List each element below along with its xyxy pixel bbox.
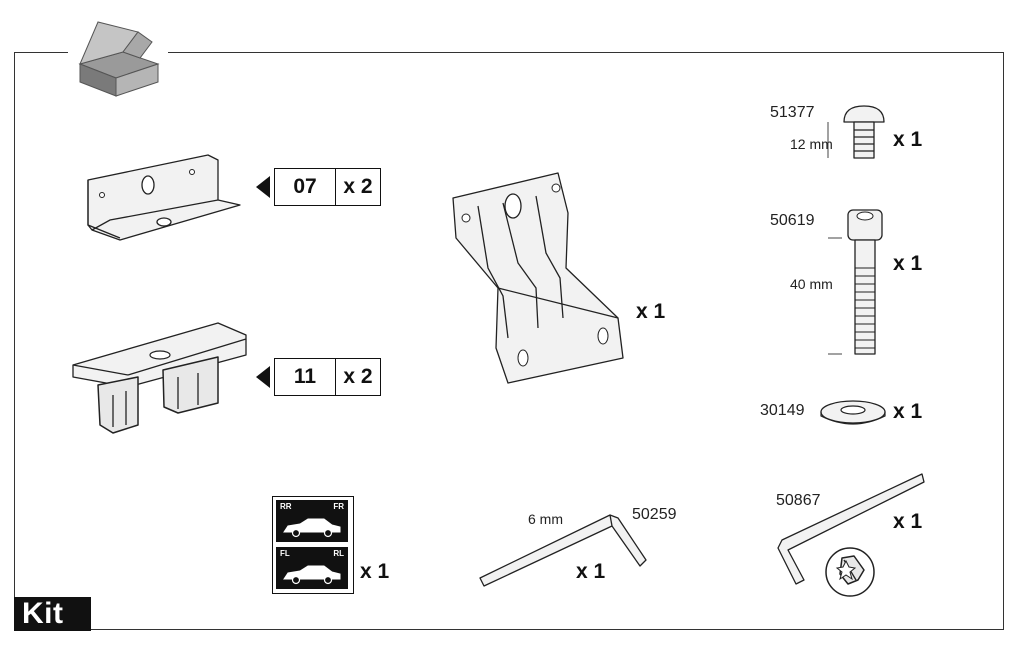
torx-key-part-no: 50867 xyxy=(776,492,821,509)
stickers-qty: x 1 xyxy=(360,560,390,583)
bolt-12mm-length: 12 mm xyxy=(790,136,833,152)
bolt-12mm-qty: x 1 xyxy=(893,128,923,151)
bolt-40mm-illustration xyxy=(847,209,883,355)
mounting-plate-illustration xyxy=(452,172,624,384)
bolt-40mm-dimension xyxy=(828,237,842,355)
washer-part-no: 30149 xyxy=(760,402,805,419)
pointer-triangle-icon xyxy=(256,366,270,388)
sticker-label-fr: FR xyxy=(333,502,344,511)
bracket-tag: 07 x 2 xyxy=(256,168,381,206)
torx-bit-icon xyxy=(835,559,857,581)
sticker-label-rl: RL xyxy=(333,549,344,558)
plate-qty: x 1 xyxy=(636,300,666,323)
sticker-rear: RR FR xyxy=(276,500,348,542)
hex-key-6mm-part-no: 50259 xyxy=(632,506,677,523)
bolt-12mm-dimension xyxy=(827,122,829,158)
position-stickers: RR FR FL RL xyxy=(272,496,354,594)
foot-pad-illustration xyxy=(72,322,247,434)
kit-title: Kit xyxy=(14,597,91,631)
hex-key-6mm-qty: x 1 xyxy=(576,560,606,583)
sticker-front: FL RL xyxy=(276,547,348,589)
angle-bracket-illustration xyxy=(87,154,241,241)
bolt-40mm-length: 40 mm xyxy=(790,276,833,292)
bracket-code: 07 xyxy=(275,169,336,205)
bracket-qty: x 2 xyxy=(343,175,373,198)
bolt-40mm-qty: x 1 xyxy=(893,252,923,275)
pointer-triangle-icon xyxy=(256,176,270,198)
pad-qty: x 2 xyxy=(343,365,373,388)
hex-key-6mm-size: 6 mm xyxy=(528,511,563,527)
car-icon xyxy=(283,565,341,585)
hex-key-6mm-illustration xyxy=(479,514,647,587)
car-icon xyxy=(283,518,341,538)
washer-illustration xyxy=(820,400,886,425)
torx-key-qty: x 1 xyxy=(893,510,923,533)
sticker-label-fl: FL xyxy=(280,549,290,558)
sticker-label-rr: RR xyxy=(280,502,292,511)
bolt-12mm-illustration xyxy=(843,105,885,159)
washer-qty: x 1 xyxy=(893,400,923,423)
kit-frame xyxy=(14,52,1004,630)
bolt-12mm-part-no: 51377 xyxy=(770,104,815,121)
pad-tag: 11 x 2 xyxy=(256,358,381,396)
pad-code: 11 xyxy=(275,359,336,395)
bolt-40mm-part-no: 50619 xyxy=(770,212,815,229)
box-icon xyxy=(68,12,168,102)
